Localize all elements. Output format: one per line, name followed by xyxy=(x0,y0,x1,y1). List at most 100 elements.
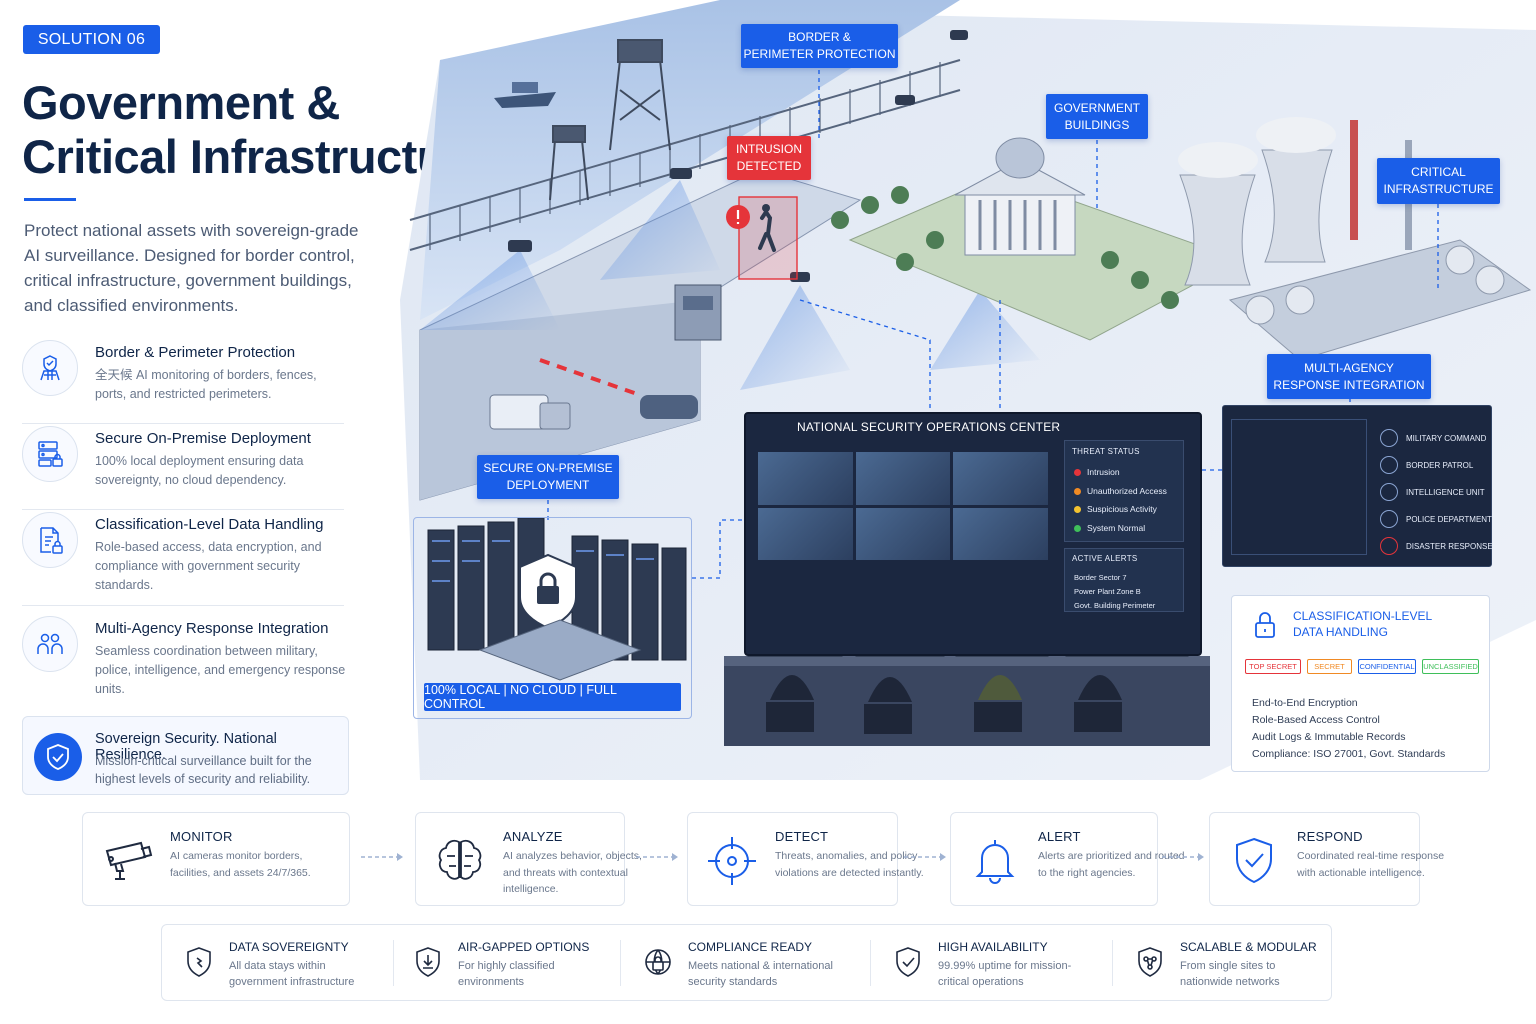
title-line-1: Government & xyxy=(22,76,340,129)
divider xyxy=(393,940,394,986)
police-icon xyxy=(1380,510,1398,528)
flow-arrow xyxy=(904,853,946,861)
capability-desc: All data stays within government infrast… xyxy=(229,960,355,988)
callout-line: DETECTED xyxy=(736,159,802,173)
callout-line: GOVERNMENT xyxy=(1053,100,1140,115)
alert-row: Power Plant Zone B xyxy=(1074,587,1141,596)
intelligence-icon xyxy=(1380,483,1398,501)
step-title: MONITOR xyxy=(170,829,233,844)
feature-desc: 100% local deployment ensuring data sove… xyxy=(95,454,304,487)
callout-line: INTRUSION xyxy=(736,142,802,156)
disaster-icon xyxy=(1380,537,1398,555)
capability-high-availability: HIGH AVAILABILITY 99.99% uptime for miss… xyxy=(892,924,1102,1001)
scene-drawing xyxy=(400,0,1536,780)
agency-label: DISASTER RESPONSE xyxy=(1406,541,1493,551)
capability-desc: Meets national & international security … xyxy=(688,960,833,988)
feature-desc: 全天候 AI monitoring of borders, fences, po… xyxy=(95,368,317,401)
step-desc: Alerts are prioritized and routed to the… xyxy=(1038,850,1185,879)
callout-line: BORDER & xyxy=(788,30,851,44)
callout-line: INFRASTRUCTURE xyxy=(1383,182,1494,196)
classification-title-line: CLASSIFICATION-LEVEL xyxy=(1293,609,1433,623)
feature-border-protection: Border & Perimeter Protection 全天候 AI mon… xyxy=(22,338,344,424)
step-respond: RESPOND Coordinated real-time response w… xyxy=(1209,812,1444,906)
feature-desc: Role-based access, data encryption, and … xyxy=(95,540,322,592)
video-feed xyxy=(953,507,1048,560)
agency-row: BORDER PATROL xyxy=(1380,456,1473,474)
infrastructure-illustration xyxy=(380,0,1536,800)
agency-label: BORDER PATROL xyxy=(1406,460,1474,470)
server-strip-label: 100% LOCAL | NO CLOUD | FULL CONTROL xyxy=(424,683,681,711)
capability-desc: For highly classified environments xyxy=(458,960,555,988)
callout-line: CRITICAL xyxy=(1411,165,1466,179)
threat-label: Intrusion xyxy=(1087,467,1120,477)
callout-line: MULTI-AGENCY xyxy=(1304,360,1394,375)
tag-confidential: CONFIDENTIAL xyxy=(1358,659,1416,674)
sovereign-title: Sovereign Security. National Resilience. xyxy=(95,731,277,763)
classification-item: Compliance: ISO 27001, Govt. Standards xyxy=(1252,748,1446,760)
shield-check-icon xyxy=(1224,831,1284,891)
threat-label: Suspicious Activity xyxy=(1087,504,1157,514)
capability-air-gapped: AIR-GAPPED OPTIONS For highly classified… xyxy=(412,924,612,1001)
intro-text: Protect national assets with sovereign-g… xyxy=(24,221,359,315)
document-lock-icon xyxy=(22,512,78,568)
callout-critical-infrastructure: CRITICAL INFRASTRUCTURE xyxy=(1377,158,1500,204)
status-dot xyxy=(1074,487,1081,495)
agency-row: INTELLIGENCE UNIT xyxy=(1380,483,1485,501)
divider xyxy=(620,940,621,986)
classification-item: End-to-End Encryption xyxy=(1252,697,1358,709)
threat-row: System Normal xyxy=(1074,523,1145,533)
tag-secret: SECRET xyxy=(1307,659,1352,674)
feature-title: Multi-Agency Response Integration xyxy=(95,620,329,637)
crosshair-icon xyxy=(702,831,762,891)
active-alerts-header: ACTIVE ALERTS xyxy=(1072,554,1138,563)
active-alerts-panel xyxy=(1064,548,1184,612)
classification-item: Audit Logs & Immutable Records xyxy=(1252,731,1406,743)
bell-icon xyxy=(965,831,1025,891)
capability-data-sovereignty: DATA SOVEREIGNTY All data stays within g… xyxy=(183,924,383,1001)
capability-title: DATA SOVEREIGNTY xyxy=(229,940,349,954)
step-desc: AI analyzes behavior, objects, and threa… xyxy=(503,850,642,895)
step-title: RESPOND xyxy=(1297,829,1363,844)
capability-desc: From single sites to nationwide networks xyxy=(1180,960,1280,988)
threat-row: Suspicious Activity xyxy=(1074,504,1157,514)
sovereign-security-card: Sovereign Security. National Resilience.… xyxy=(22,716,349,795)
callout-line: DEPLOYMENT xyxy=(506,478,590,492)
threat-status-header: THREAT STATUS xyxy=(1072,447,1140,456)
video-feed xyxy=(758,452,853,505)
military-icon xyxy=(1380,429,1398,447)
video-feed xyxy=(855,507,951,560)
lock-icon xyxy=(1253,610,1277,645)
page-title: Government & Critical Infrastructure. xyxy=(22,76,502,184)
shield-network-icon xyxy=(1134,942,1166,982)
alert-row: Border Sector 7 xyxy=(1074,573,1127,582)
threat-label: Unauthorized Access xyxy=(1087,486,1167,496)
step-desc: Coordinated real-time response with acti… xyxy=(1297,850,1445,879)
globe-lock-icon xyxy=(642,942,674,982)
threat-row: Intrusion xyxy=(1074,467,1120,477)
step-monitor: MONITOR AI cameras monitor borders, faci… xyxy=(82,812,350,906)
capability-desc: 99.99% uptime for mission-critical opera… xyxy=(938,960,1072,988)
capability-title: SCALABLE & MODULAR xyxy=(1180,940,1317,954)
threat-label: System Normal xyxy=(1087,523,1146,533)
feature-multi-agency: Multi-Agency Response Integration Seamle… xyxy=(22,614,345,710)
classification-item: Role-Based Access Control xyxy=(1252,714,1380,726)
shield-icon xyxy=(183,942,215,982)
callout-line: PERIMETER PROTECTION xyxy=(743,47,896,61)
alert-row: Govt. Building Perimeter xyxy=(1074,601,1156,610)
soc-video-wall xyxy=(758,452,1048,560)
agency-row: POLICE DEPARTMENT xyxy=(1380,510,1492,528)
solution-badge: SOLUTION 06 xyxy=(23,25,160,54)
capability-title: AIR-GAPPED OPTIONS xyxy=(458,940,590,954)
step-analyze: ANALYZE AI analyzes behavior, objects, a… xyxy=(415,812,642,906)
border-tower-icon xyxy=(22,340,78,396)
status-dot xyxy=(1074,468,1081,476)
tag-top-secret: TOP SECRET xyxy=(1245,659,1301,674)
feature-on-premise: Secure On-Premise Deployment 100% local … xyxy=(22,424,344,510)
capability-scalable: SCALABLE & MODULAR From single sites to … xyxy=(1134,924,1324,1001)
callout-border-perimeter: BORDER & PERIMETER PROTECTION xyxy=(741,24,898,68)
flow-arrow xyxy=(361,853,403,861)
shield-download-icon xyxy=(412,942,444,982)
